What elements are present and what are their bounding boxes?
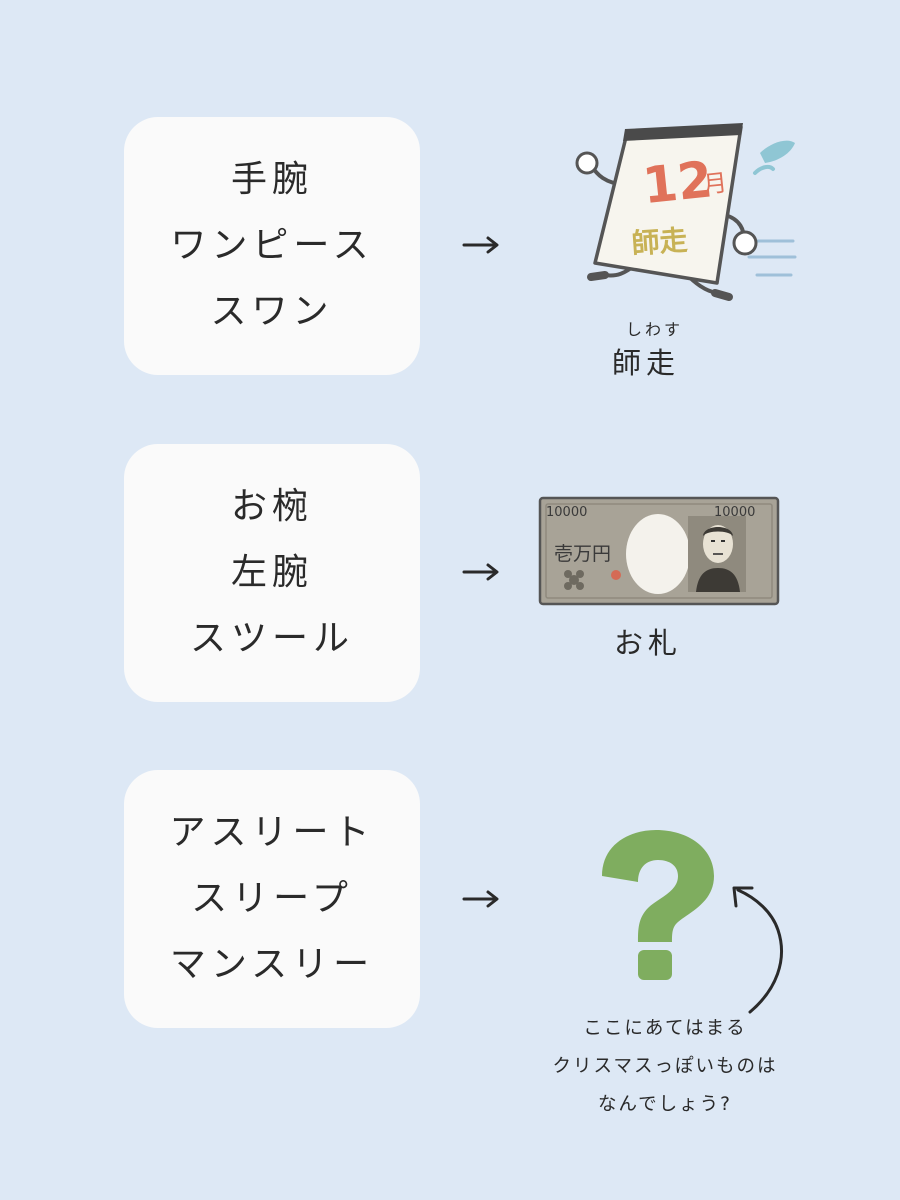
answer-label: お札 <box>614 626 683 660</box>
calendar-unit: 月 <box>702 169 729 199</box>
banknote-icon: 10000 10000 壱万円 <box>538 496 780 606</box>
clue-word: スワン <box>210 291 334 332</box>
clue-word: 左腕 <box>230 552 313 593</box>
banknote-text: 壱万円 <box>554 543 611 565</box>
curved-arrow-icon <box>732 886 783 1014</box>
clue-word: スリープ <box>191 878 353 919</box>
clue-word: ワンピース <box>170 225 374 266</box>
clue-word: お椀 <box>230 486 313 527</box>
note-line: クリスマスっぽいものは <box>552 1056 778 1077</box>
right-arrow-icon <box>462 236 499 254</box>
right-arrow-icon <box>462 563 499 581</box>
question-mark-icon <box>602 830 714 980</box>
clue-word: アスリート <box>169 812 375 853</box>
clue-word: マンスリー <box>169 944 375 985</box>
calendar-text: 師走 <box>630 223 688 260</box>
clue-card-3: アスリート スリープ マンスリー <box>124 770 420 1028</box>
answer-label: 師走 <box>612 346 681 380</box>
banknote-denomination: 10000 <box>546 505 587 520</box>
question-note: ここにあてはまる クリスマスっぽいものは なんでしょう? <box>520 1010 810 1124</box>
clue-card-1: 手腕 ワンピース スワン <box>124 117 420 375</box>
answer-ruby: しわす <box>626 320 684 339</box>
calendar-character-icon: 12 月 師走 <box>575 123 797 301</box>
calendar-number: 12 <box>640 150 715 215</box>
note-line: ここにあてはまる <box>583 1018 747 1039</box>
clue-word: 手腕 <box>230 159 313 200</box>
clue-card-2: お椀 左腕 スツール <box>124 444 420 702</box>
note-line: なんでしょう? <box>598 1094 732 1115</box>
right-arrow-icon <box>462 890 499 908</box>
clue-word: スツール <box>189 618 354 659</box>
